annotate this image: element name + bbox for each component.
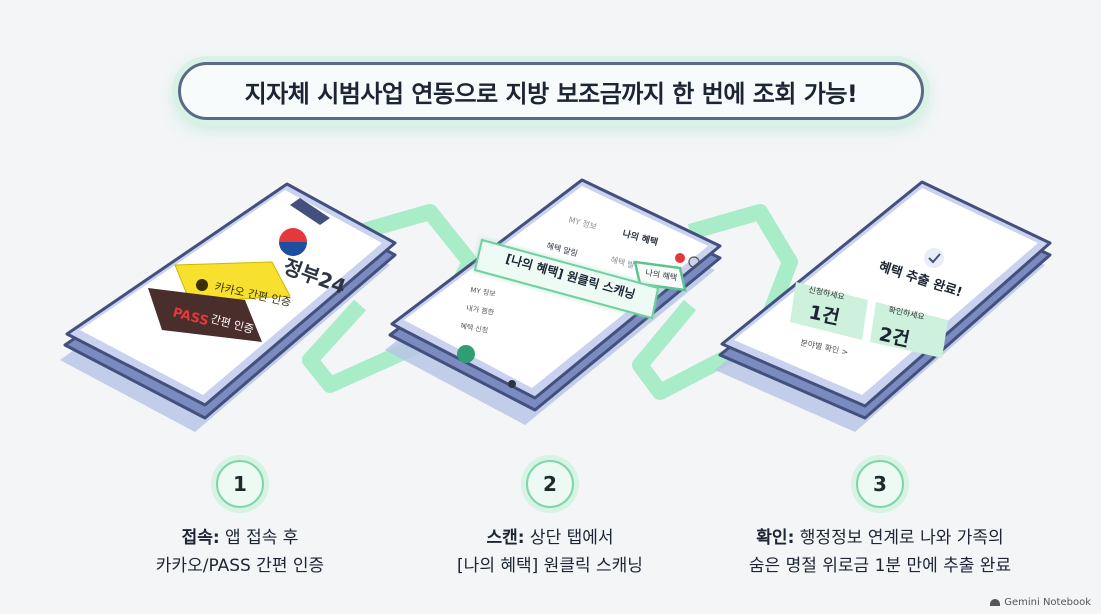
step-3-number: 3 [856, 460, 904, 508]
step-2-line1: 상단 탭에서 [524, 528, 614, 548]
step-1-line2: 카카오/PASS 간편 인증 [155, 556, 325, 576]
footer-brand-text: Gemini Notebook [1004, 597, 1091, 608]
step-1-label: 접속: [181, 528, 220, 548]
notification-bell-icon[interactable] [675, 253, 685, 263]
step-3-caption: 확인: 행정정보 연계로 나와 가족의 숨은 명절 위로금 1분 만에 추출 완… [700, 524, 1060, 580]
headline-banner: 지자체 시범사업 연동으로 지방 보조금까지 한 번에 조회 가능! [178, 62, 924, 120]
brand-logo-icon [990, 599, 1001, 606]
step-3-label: 확인: [756, 528, 795, 548]
check-icon [924, 248, 944, 268]
phone-1: 정부24 카카오 간편 인증 PASS 간편 인증 [60, 182, 397, 432]
step-2-number: 2 [526, 460, 574, 508]
step-1-number: 1 [216, 460, 264, 508]
step-2-caption: 스캔: 상단 탭에서 [나의 혜택] 원클릭 스캐닝 [420, 524, 680, 580]
step-2: 2 스캔: 상단 탭에서 [나의 혜택] 원클릭 스캐닝 [420, 460, 680, 580]
phone-3: 혜택 추출 완료! 신청하세요 1건 확인하세요 2건 분야별 확인 > [715, 180, 1052, 432]
profile-icon[interactable] [508, 380, 516, 388]
footer-brand: Gemini Notebook [990, 597, 1091, 608]
fab-home-icon[interactable] [457, 345, 475, 363]
step-3-line1: 행정정보 연계로 나와 가족의 [794, 528, 1004, 548]
headline-text: 지자체 시범사업 연동으로 지방 보조금까지 한 번에 조회 가능! [244, 79, 858, 108]
step-1-caption: 접속: 앱 접속 후 카카오/PASS 간편 인증 [110, 524, 370, 580]
phone-2: MY 정보 나의 혜택 혜택 알림 혜택 발견 나의 혜택 MY 정보 내가 찜… [385, 178, 722, 425]
phone2-list-1[interactable]: MY 정보 [470, 285, 497, 298]
step-1-line1: 앱 접속 후 [219, 528, 299, 548]
step-3: 3 확인: 행정정보 연계로 나와 가족의 숨은 명절 위로금 1분 만에 추출… [700, 460, 1060, 580]
phones-illustration: 정부24 카카오 간편 인증 PASS 간편 인증 MY 정보 나의 혜택 혜택… [60, 178, 1052, 432]
settings-icon[interactable] [688, 256, 700, 268]
step-3-line2: 숨은 명절 위로금 1분 만에 추출 완료 [748, 556, 1012, 576]
step-1: 1 접속: 앱 접속 후 카카오/PASS 간편 인증 [110, 460, 370, 580]
step-2-label: 스캔: [486, 528, 525, 548]
step-2-line2: [나의 혜택] 원클릭 스캐닝 [457, 556, 643, 576]
